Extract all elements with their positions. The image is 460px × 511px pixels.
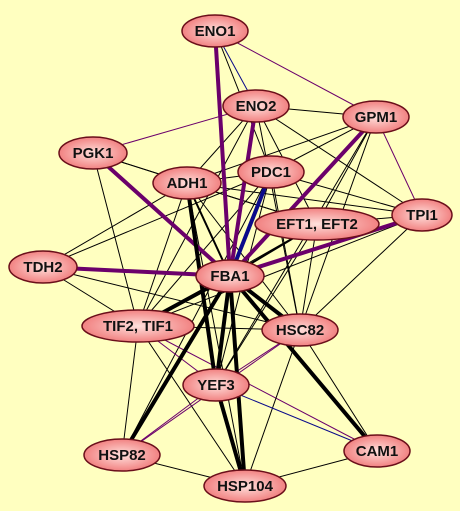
node-label-yef3: YEF3 <box>197 377 235 394</box>
edge-pdc1-tif <box>137 171 272 327</box>
edge-tdh2-hsc82 <box>42 266 301 331</box>
edge-adh1-hsp104 <box>186 182 246 487</box>
edge-eno1-gpm1 <box>214 30 377 118</box>
node-shape-cam1 <box>343 434 411 468</box>
node-label-tpi1: TPI1 <box>406 207 438 224</box>
edge-pgk1-fba1 <box>91 151 232 278</box>
node-label-hsc82: HSC82 <box>276 322 324 339</box>
node-shape-yef3 <box>182 368 250 402</box>
edge-yef3-hsp104 <box>214 383 247 488</box>
node-eno1[interactable]: ENO1 <box>181 14 249 48</box>
edge-tif-hsp82 <box>121 325 139 456</box>
node-shape-adh1 <box>152 166 222 200</box>
edge-adh1-hsc82 <box>186 182 301 331</box>
edge-fba1-yef3 <box>214 274 232 387</box>
edge-eno1-fba1 <box>213 29 232 278</box>
node-label-tif: TIF2, TIF1 <box>103 318 173 335</box>
node-tif[interactable]: TIF2, TIF1 <box>81 309 195 343</box>
edge-pdc1-tdh2 <box>42 171 272 268</box>
node-shape-tif <box>81 309 195 343</box>
node-label-pgk1: PGK1 <box>73 145 114 162</box>
node-label-tdh2: TDH2 <box>23 259 62 276</box>
node-hsp104[interactable]: HSP104 <box>203 469 287 503</box>
node-shape-hsc82 <box>261 313 339 347</box>
node-shape-eno2 <box>222 89 290 123</box>
edge-eno2-fba1 <box>228 104 258 278</box>
node-hsc82[interactable]: HSC82 <box>261 313 339 347</box>
node-gpm1[interactable]: GPM1 <box>342 100 410 134</box>
node-shape-fba1 <box>195 259 265 293</box>
node-tpi1[interactable]: TPI1 <box>391 198 453 232</box>
node-label-hsp82: HSP82 <box>98 447 146 464</box>
node-shape-eft <box>254 207 380 241</box>
edge-gpm1-yef3 <box>215 116 377 386</box>
edge-pdc1-hsc82 <box>270 171 301 331</box>
edge-adh1-tif <box>137 182 188 327</box>
node-shape-pgk1 <box>58 136 128 170</box>
edge-hsc82-cam1 <box>299 329 378 452</box>
edge-gpm1-eft <box>316 116 377 225</box>
edge-yef3-cam1 <box>215 384 378 452</box>
node-hsp82[interactable]: HSP82 <box>83 438 161 472</box>
node-adh1[interactable]: ADH1 <box>152 166 222 200</box>
node-pgk1[interactable]: PGK1 <box>58 136 128 170</box>
edge-tpi1-fba1 <box>228 213 424 278</box>
edge-tpi1-tif <box>137 214 423 327</box>
edge-fba1-hsp82 <box>120 274 232 457</box>
node-eno2[interactable]: ENO2 <box>222 89 290 123</box>
edge-eno2-tpi1 <box>255 105 423 216</box>
node-shape-gpm1 <box>342 100 410 134</box>
node-label-pdc1: PDC1 <box>251 164 291 181</box>
edge-tpi1-hsc82 <box>299 214 423 331</box>
edge-fba1-cam1 <box>228 274 379 453</box>
edge-pgk1-tif <box>92 152 139 327</box>
node-shape-tdh2 <box>8 250 78 284</box>
edge-pdc1-hsp82 <box>121 171 272 456</box>
edge-pdc1-fba1 <box>228 170 273 278</box>
node-label-cam1: CAM1 <box>356 443 399 460</box>
node-label-gpm1: GPM1 <box>355 109 398 126</box>
node-pdc1[interactable]: PDC1 <box>237 155 305 189</box>
edge-eno2-tif <box>137 105 257 327</box>
node-shape-pdc1 <box>237 155 305 189</box>
node-tdh2[interactable]: TDH2 <box>8 250 78 284</box>
edge-tif-cam1 <box>137 325 378 452</box>
edge-adh1-tdh2 <box>42 182 188 268</box>
node-cam1[interactable]: CAM1 <box>343 434 411 468</box>
node-shape-tpi1 <box>391 198 453 232</box>
edge-gpm1-adh1 <box>186 116 377 184</box>
node-label-adh1: ADH1 <box>167 175 208 192</box>
node-shape-hsp82 <box>83 438 161 472</box>
node-fba1[interactable]: FBA1 <box>195 259 265 293</box>
node-yef3[interactable]: YEF3 <box>182 368 250 402</box>
node-label-hsp104: HSP104 <box>217 478 274 495</box>
node-label-fba1: FBA1 <box>210 268 249 285</box>
node-eft[interactable]: EFT1, EFT2 <box>254 207 380 241</box>
node-label-eno1: ENO1 <box>195 23 236 40</box>
node-label-eno2: ENO2 <box>236 98 277 115</box>
edge-gpm1-fba1 <box>228 115 378 278</box>
node-shape-hsp104 <box>203 469 287 503</box>
edge-eft-hsc82 <box>299 223 318 331</box>
node-shape-eno1 <box>181 14 249 48</box>
node-label-eft: EFT1, EFT2 <box>276 216 358 233</box>
